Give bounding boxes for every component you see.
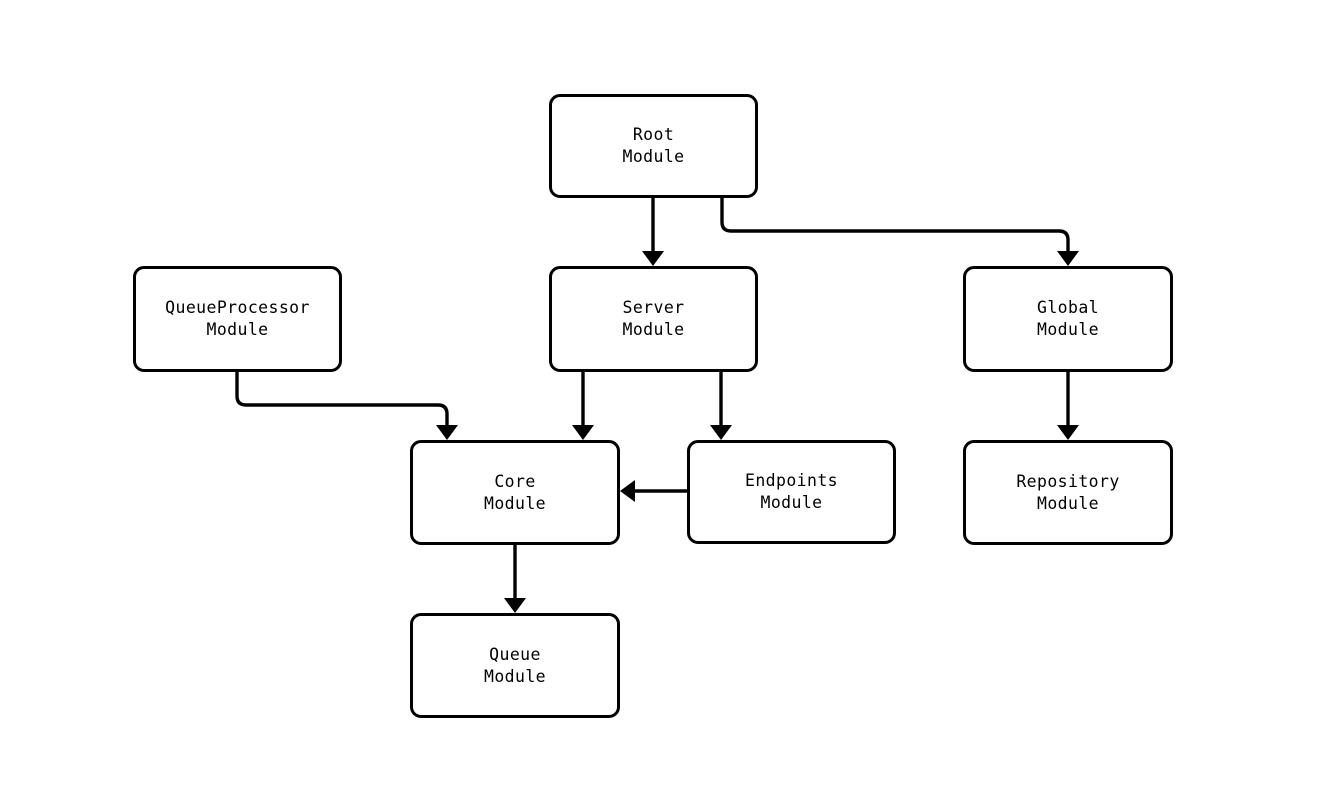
edge-root-to-global-arrowhead — [1057, 251, 1079, 266]
edge-queueprocessor-to-core-arrowhead — [436, 425, 458, 440]
edge-queueprocessor-to-core — [235, 372, 458, 440]
edge-global-to-repository-arrowhead — [1057, 425, 1079, 440]
queueprocessor-module-node-label-line1: QueueProcessor — [165, 298, 310, 317]
edge-core-to-queue — [504, 545, 526, 613]
edge-server-to-endpoints-arrowhead — [710, 425, 732, 440]
endpoints-module-node-label-line1: Endpoints — [744, 471, 838, 490]
edge-server-to-core-arrowhead — [572, 425, 594, 440]
server-module-node-label-line2: Module — [622, 320, 685, 339]
edge-server-to-core — [572, 372, 594, 440]
edge-core-to-queue-arrowhead — [504, 598, 526, 613]
edge-root-to-server — [642, 198, 664, 266]
edge-root-to-global-line — [720, 198, 1070, 258]
repository-module-node-label-line2: Module — [1036, 493, 1099, 513]
core-module-node-label-line1: Core — [494, 471, 536, 491]
edge-root-to-global — [720, 198, 1079, 266]
endpoints-module-node-label-line2: Module — [760, 493, 823, 512]
edge-global-to-repository — [1057, 372, 1079, 440]
global-module-node-label-line2: Module — [1036, 320, 1099, 339]
queue-module-node-label-line2: Module — [483, 666, 546, 686]
edge-server-to-endpoints — [710, 372, 732, 440]
server-module-node-label-line1: Server — [622, 298, 685, 317]
edge-endpoints-to-core-arrowhead — [620, 480, 635, 502]
repository-module-node-label-line1: Repository — [1016, 471, 1120, 491]
queue-module-node-label-line1: Queue — [489, 644, 541, 664]
global-module-node-label-line1: Global — [1036, 298, 1099, 317]
edge-endpoints-to-core — [620, 480, 687, 502]
core-module-node-label-line2: Module — [483, 493, 546, 513]
root-module-node-label-line2: Module — [622, 147, 685, 166]
edge-queueprocessor-to-core-line — [235, 372, 449, 432]
edge-root-to-server-arrowhead — [642, 251, 664, 266]
root-module-node-label-line1: Root — [632, 125, 675, 144]
queueprocessor-module-node-label-line2: Module — [206, 320, 269, 339]
